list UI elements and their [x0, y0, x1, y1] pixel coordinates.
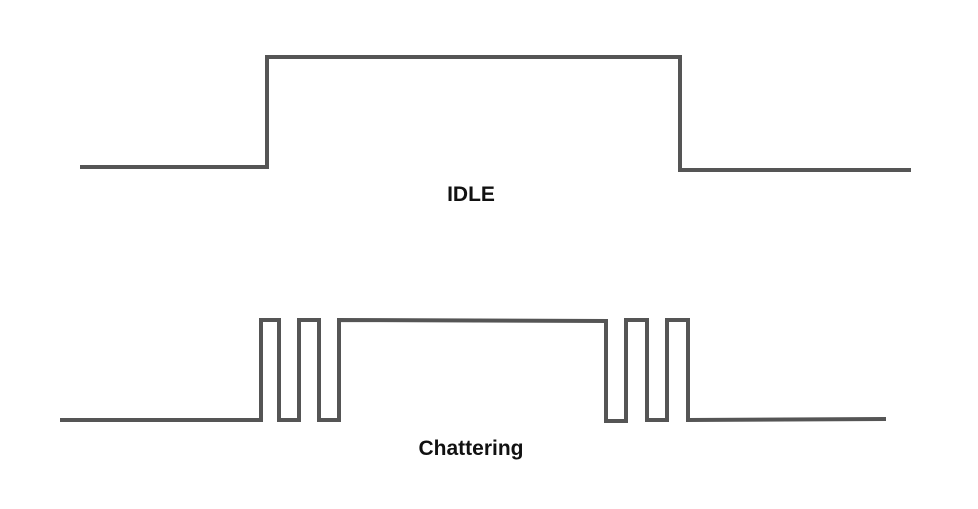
chattering-signal-line: [60, 317, 887, 423]
chattering-label: Chattering: [419, 437, 524, 460]
chattering-waveform: Chattering: [60, 317, 887, 460]
idle-waveform: IDLE: [80, 55, 911, 206]
idle-signal-line: [80, 55, 911, 172]
idle-label: IDLE: [447, 183, 495, 206]
